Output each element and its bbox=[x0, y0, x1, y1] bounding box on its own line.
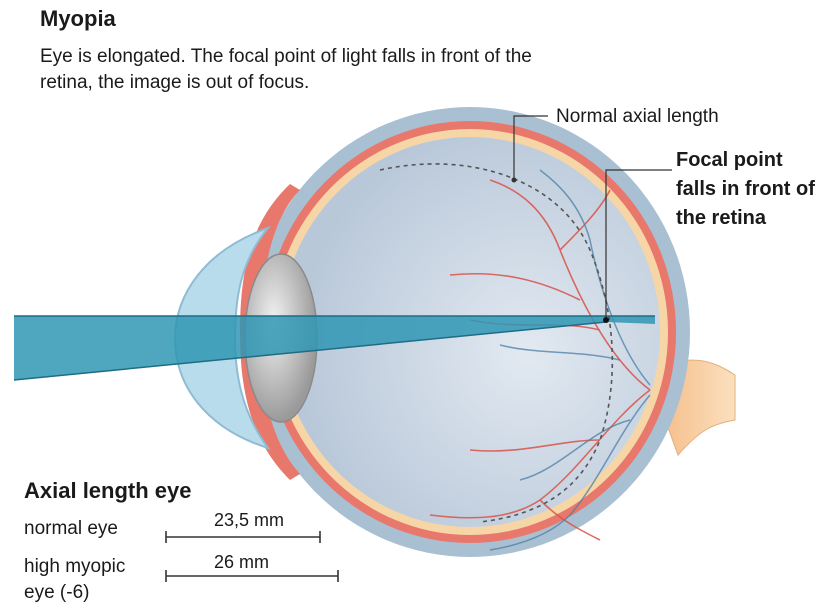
axial-length-title: Axial length eye bbox=[24, 478, 192, 504]
normal-axial-dot bbox=[512, 178, 517, 183]
myopic-eye-label: high myopic eye (-6) bbox=[24, 554, 154, 606]
measure-bar-normal bbox=[166, 531, 320, 543]
page-title: Myopia bbox=[40, 6, 116, 32]
normal-eye-value: 23,5 mm bbox=[214, 510, 284, 531]
myopic-eye-value: 26 mm bbox=[214, 552, 269, 573]
description: Eye is elongated. The focal point of lig… bbox=[40, 44, 560, 96]
focal-point-label: Focal point falls in front of the retina bbox=[676, 146, 821, 233]
normal-eye-label: normal eye bbox=[24, 518, 118, 540]
normal-axial-length-label: Normal axial length bbox=[556, 106, 719, 128]
focal-point-dot bbox=[603, 317, 609, 323]
